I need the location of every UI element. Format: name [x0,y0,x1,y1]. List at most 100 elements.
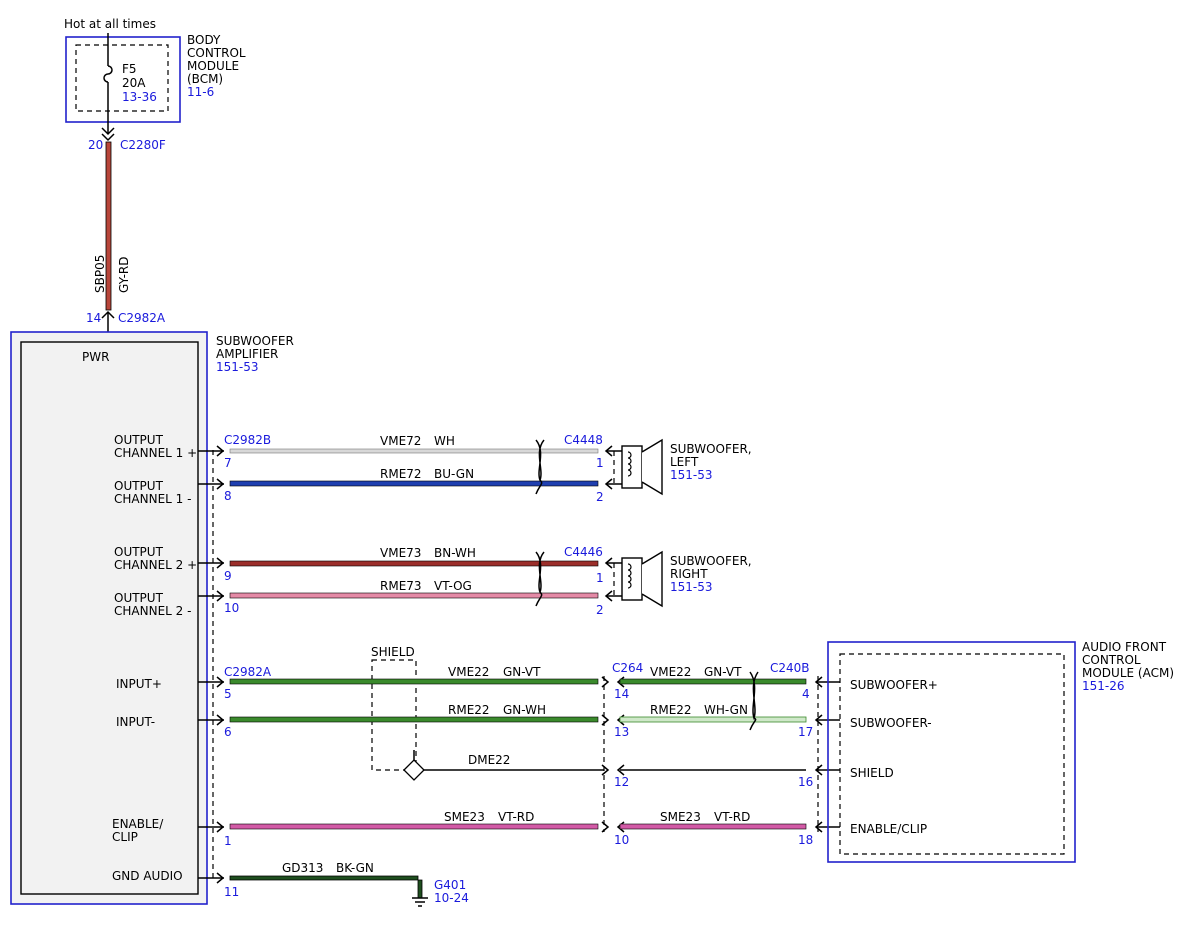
wire-vme22-a [229,678,599,685]
wire-color: WH-GN [704,703,748,717]
shield-label: SHIELD [371,645,415,659]
wire-rme22-b [619,716,807,723]
ground-name[interactable]: G401 [434,878,466,892]
c240b-label[interactable]: C240B [770,661,810,675]
power-wire [105,141,112,311]
wire-circuit: SME23 [660,810,701,824]
connector-arrow-icon [616,676,625,688]
connector-arrow-icon [601,821,610,833]
speaker-pin-number: 1 [596,571,604,585]
speaker-left-icon [621,438,663,496]
connector-arrow-icon [616,821,625,833]
connector-arrow-icon [216,445,225,457]
amp-ref[interactable]: 151-53 [216,360,259,374]
speaker-right-icon [621,550,663,608]
left-speaker-ref[interactable]: 151-53 [670,468,713,482]
twisted-pair-icon [749,671,759,731]
connector-arrow-icon [216,821,225,833]
amp-pin-label: CHANNEL 1 - [114,492,191,506]
left-speaker-title-1: SUBWOOFER, [670,442,752,456]
connector-arrow-icon [216,478,225,490]
amp-power-connector[interactable]: C2982A [118,311,166,325]
power-wire-circuit: SBP05 [93,255,107,293]
amp-title-2: AMPLIFIER [216,347,278,361]
twisted-pair-icon [535,551,545,607]
wire-color: GN-VT [503,665,541,679]
acm-pin-number: 18 [798,833,813,847]
bcm-connector-pin: 20 [88,138,103,152]
connector-arrow-icon [216,557,225,569]
c2982a-input-label[interactable]: C2982A [224,665,272,679]
amp-pin-label: ENABLE/ [112,817,164,831]
acm-ref[interactable]: 151-26 [1082,679,1125,693]
wire-sme23-a [229,823,599,830]
wire-color: VT-RD [498,810,534,824]
ground-color: BK-GN [336,861,374,875]
acm-title-2: CONTROL [1082,653,1141,667]
wire-circuit: SME23 [444,810,485,824]
amp-pin-label: OUTPUT [114,479,164,493]
wire-color: BN-WH [434,546,476,560]
wire-circuit: VME22 [448,665,489,679]
wire-circuit: RME22 [448,703,490,717]
wire-circuit: VME72 [380,434,421,448]
c4446-label[interactable]: C4446 [564,545,603,559]
amp-pin-label: INPUT- [116,715,155,729]
right-speaker-title-2: RIGHT [670,567,708,581]
amp-pin-label: CHANNEL 1 + [114,446,197,460]
bcm-ref[interactable]: 11-6 [187,85,214,99]
c264-label[interactable]: C264 [612,661,643,675]
acm-inner [839,653,1065,855]
bcm-title-4: (BCM) [187,72,223,86]
bcm-connector-name[interactable]: C2280F [120,138,166,152]
inline-pin-number: 12 [614,775,629,789]
wire-vme73 [229,560,599,567]
connector-arrow-icon [216,676,225,688]
acm-title-1: AUDIO FRONT [1082,640,1167,654]
wire-color: BU-GN [434,467,474,481]
fuse-ref[interactable]: 13-36 [122,90,157,104]
c2982b-label[interactable]: C2982B [224,433,271,447]
inline-pin-number: 10 [614,833,629,847]
bcm-title-1: BODY [187,33,221,47]
amplifier-inner [20,341,199,895]
acm-pin-label: SUBWOOFER- [850,716,932,730]
connector-arrow-icon [601,714,610,726]
acm-pin-number: 4 [802,687,810,701]
bcm-title-2: CONTROL [187,46,246,60]
acm-pin-number: 17 [798,725,813,739]
right-speaker-ref[interactable]: 151-53 [670,580,713,594]
amp-pin-number: 8 [224,489,232,503]
acm-box [827,641,1076,863]
power-label: Hot at all times [64,17,156,31]
bcm-title-3: MODULE [187,59,239,73]
wire-color: GN-VT [704,665,742,679]
ground-icon [412,897,428,907]
wire-rme73 [229,592,599,599]
fuse-rating: 20A [122,76,146,90]
wire-color: WH [434,434,455,448]
wire-circuit: RME73 [380,579,422,593]
amp-title-1: SUBWOOFER [216,334,294,348]
connector-arrow-icon [101,127,115,136]
amp-pin-label: CHANNEL 2 + [114,558,197,572]
amp-pin-number: 6 [224,725,232,739]
shield-splice-icon [403,759,425,781]
connector-arrow-icon [216,590,225,602]
speaker-pin-number: 2 [596,603,604,617]
acm-pin-number: 16 [798,775,813,789]
wire-circuit: VME22 [650,665,691,679]
amp-pin-label: GND AUDIO [112,869,183,883]
amp-pin-label: CLIP [112,830,138,844]
connector-arrow-icon [101,133,115,142]
shield-box [371,659,417,771]
c4448-label[interactable]: C4448 [564,433,603,447]
speaker-pin-number: 1 [596,456,604,470]
wire-color: VT-RD [714,810,750,824]
wire-vme22-b [619,678,807,685]
connector-arrow-icon [216,872,225,884]
wire-vme72 [229,448,599,454]
ground-ref[interactable]: 10-24 [434,891,469,905]
wire-gd313 [229,875,423,899]
